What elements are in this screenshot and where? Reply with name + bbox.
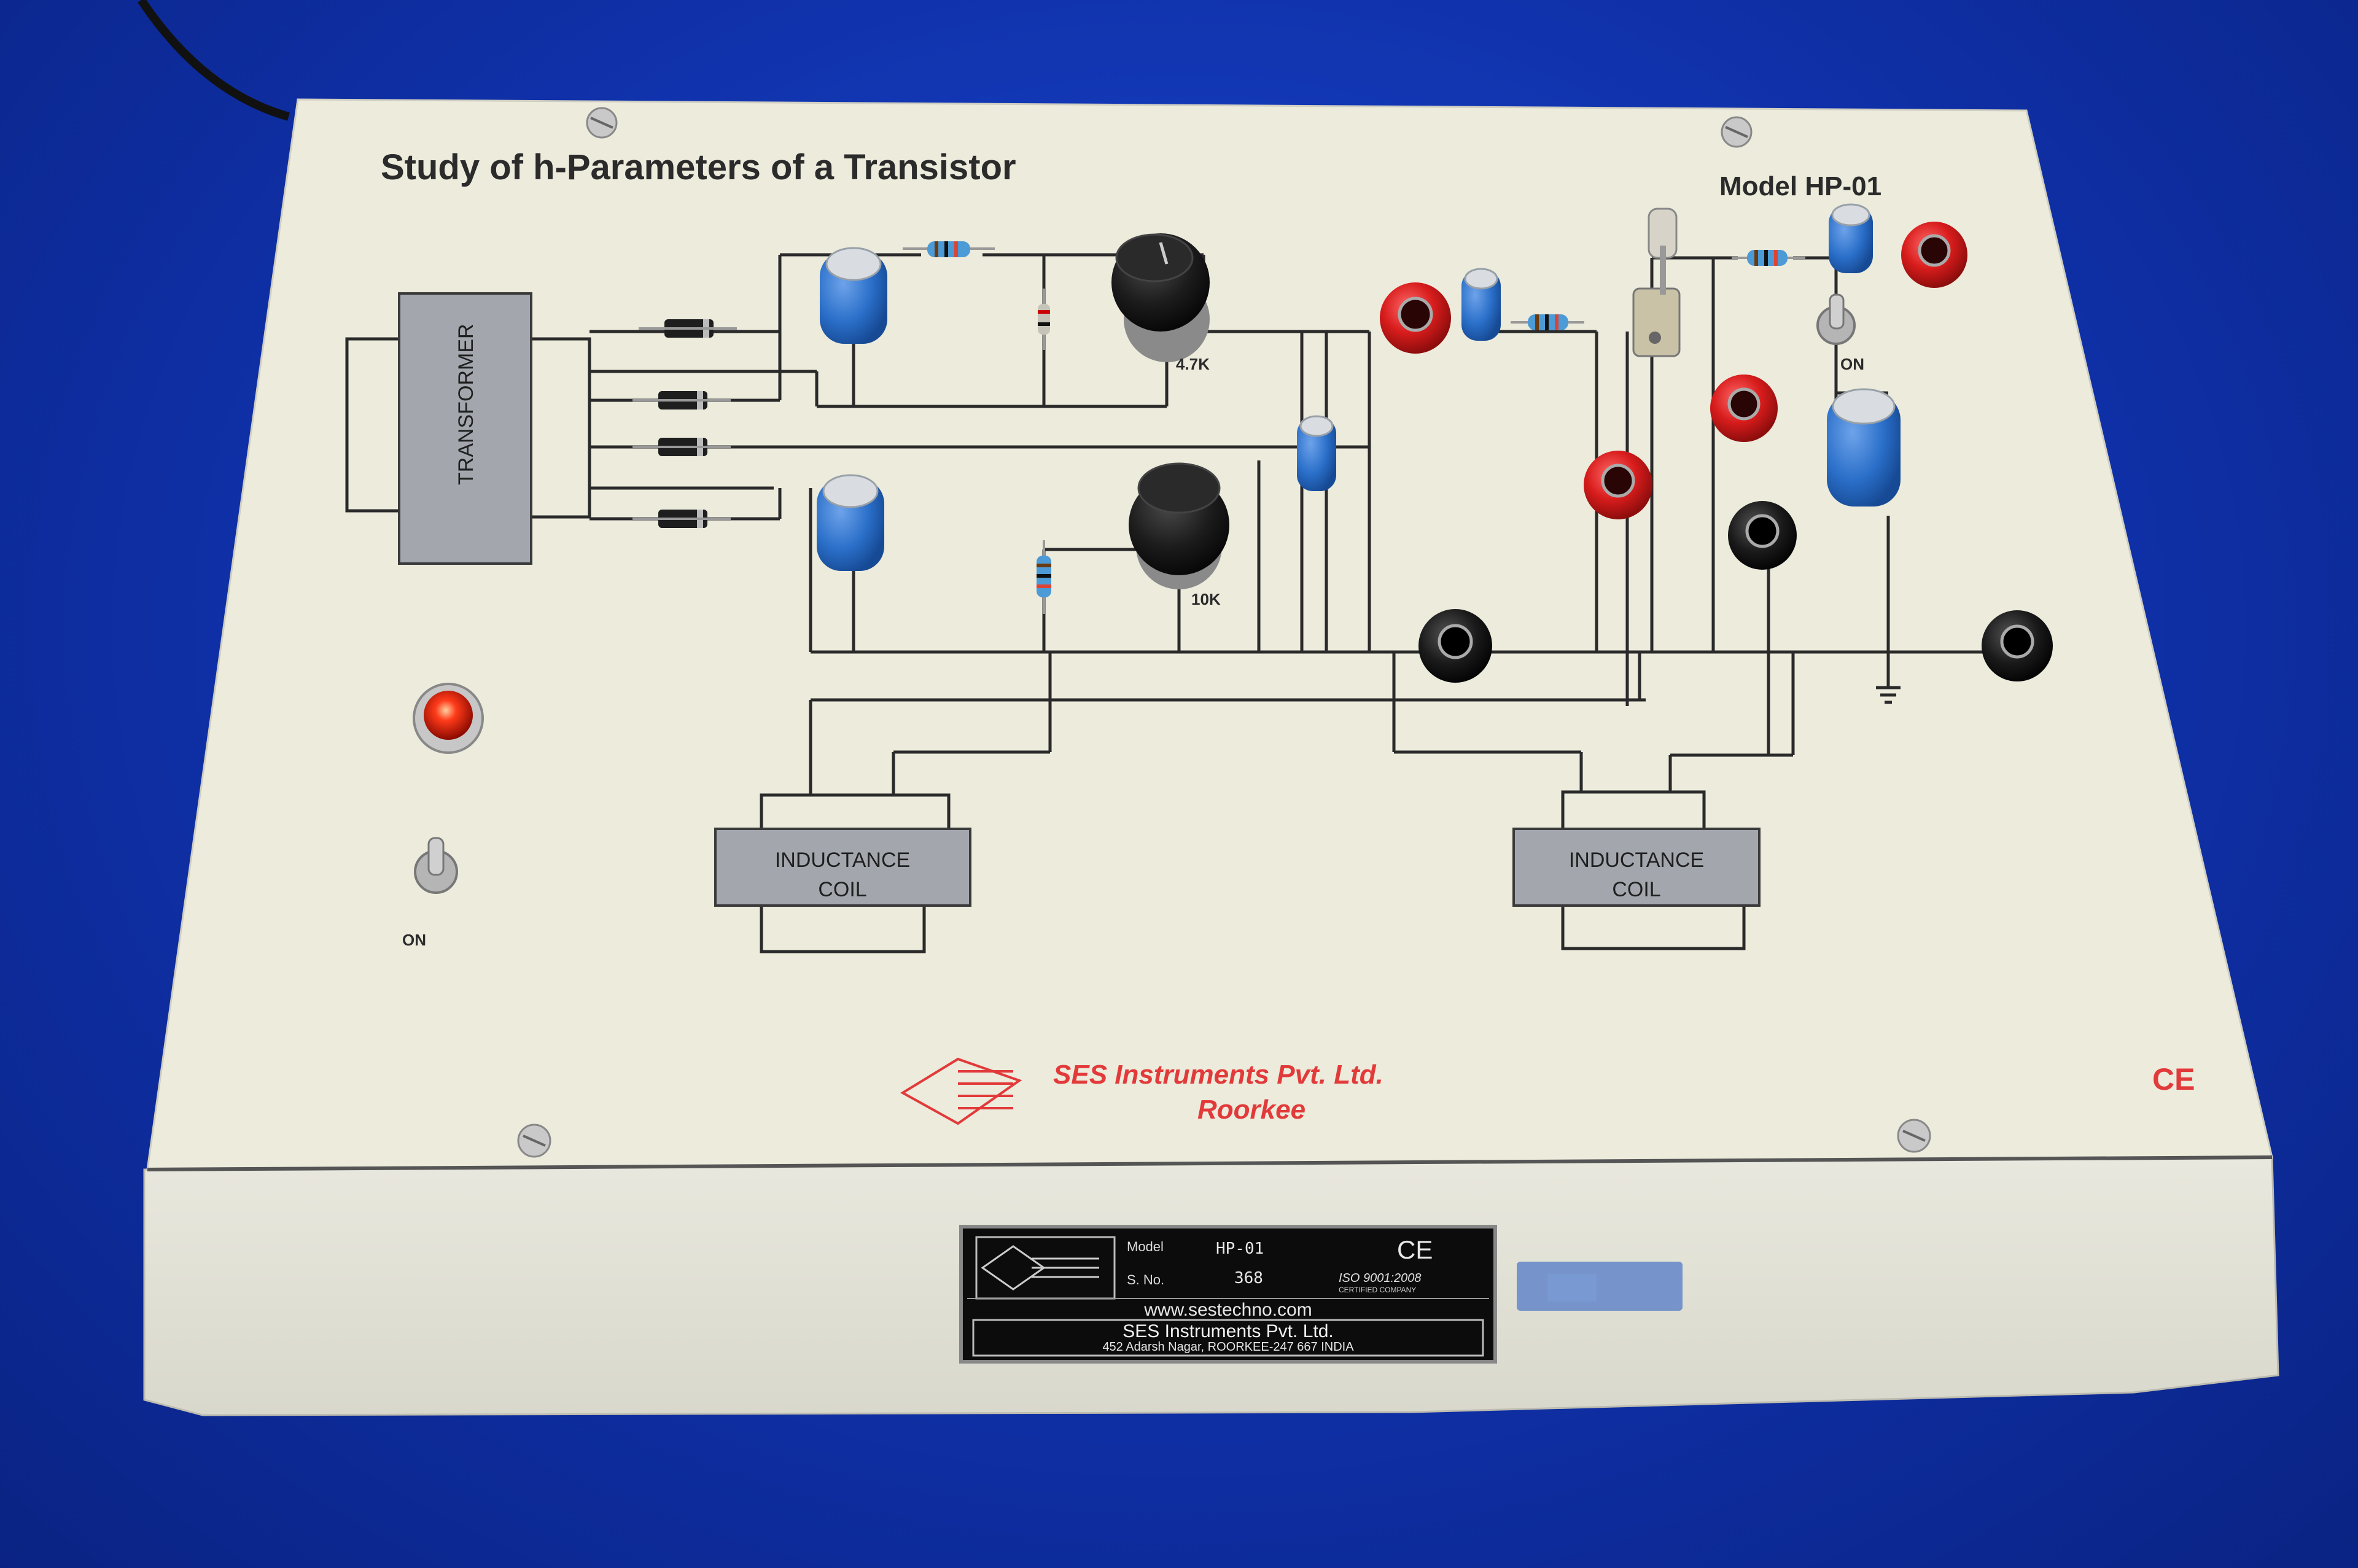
nameplate-logo-icon: [981, 1245, 1099, 1290]
nameplate-serial-value: 368: [1234, 1269, 1263, 1287]
diode-icon: [632, 438, 731, 456]
resistor-icon: [1037, 540, 1051, 614]
nameplate-ce-mark: CE: [1397, 1235, 1433, 1264]
terminal-red[interactable]: [1710, 375, 1778, 442]
terminal-black[interactable]: [1418, 609, 1492, 683]
power-cable: [138, 0, 290, 121]
pot-10k-label: 10K: [1191, 590, 1221, 608]
nameplate-certified: CERTIFIED COMPANY: [1339, 1286, 1416, 1294]
nameplate: Model HP-01 S. No. 368 CE ISO 9001:2008 …: [959, 1225, 1497, 1364]
nameplate-iso: ISO 9001:2008: [1339, 1271, 1422, 1285]
resistor-icon: [1732, 250, 1805, 266]
company-name: SES Instruments Pvt. Ltd.: [1053, 1060, 1383, 1090]
potentiometer-knob-10k[interactable]: [1129, 462, 1229, 589]
capacitor-icon: [1297, 415, 1336, 491]
power-led-icon: [413, 683, 484, 754]
nameplate-serial-label: S. No.: [1127, 1272, 1164, 1287]
output-toggle-switch[interactable]: [1816, 293, 1856, 345]
screw-icon: [586, 107, 618, 139]
ground-symbol-icon: [1876, 686, 1901, 704]
inductance-right-line2: COIL: [1612, 878, 1660, 901]
transistor-socket[interactable]: [1632, 208, 1681, 357]
diode-icon: [632, 510, 731, 528]
capacitor-icon: [820, 247, 887, 344]
resistor-icon: [1511, 314, 1584, 330]
inductance-coil-left: INDUCTANCE COIL: [714, 828, 971, 907]
power-toggle-switch[interactable]: [414, 837, 458, 894]
panel-title: Study of h-Parameters of a Transistor: [381, 147, 1016, 187]
inductance-left-line2: COIL: [818, 878, 866, 901]
screw-icon: [517, 1124, 551, 1158]
nameplate-address: 452 Adarsh Nagar, ROORKEE-247 667 INDIA: [1102, 1340, 1354, 1354]
terminal-black[interactable]: [1728, 501, 1797, 570]
diode-icon: [639, 319, 737, 338]
nameplate-company: SES Instruments Pvt. Ltd.: [1123, 1321, 1333, 1341]
nameplate-model-value: HP-01: [1216, 1240, 1264, 1258]
transformer-label: TRANSFORMER: [454, 324, 478, 485]
switch-left-on-label: ON: [402, 931, 426, 949]
inductance-coil-right: INDUCTANCE COIL: [1512, 828, 1761, 907]
screw-icon: [1897, 1119, 1931, 1153]
ce-mark-panel: CE: [2152, 1062, 2195, 1096]
screw-icon: [1721, 116, 1753, 148]
diode-icon: [632, 391, 731, 409]
inductance-right-line1: INDUCTANCE: [1569, 848, 1704, 872]
company-logo-icon: [900, 1057, 1022, 1125]
potentiometer-knob-4.7k[interactable]: [1111, 233, 1210, 362]
pot-4.7k-label: 4.7K: [1176, 355, 1210, 373]
transformer-block: TRANSFORMER: [398, 292, 532, 565]
capacitor-icon: [1461, 268, 1501, 341]
terminal-red[interactable]: [1584, 451, 1652, 519]
nameplate-website: www.sestechno.com: [1143, 1300, 1312, 1320]
nameplate-model-label: Model: [1127, 1239, 1164, 1254]
resistor-icon: [1038, 289, 1050, 350]
inductance-left-line1: INDUCTANCE: [775, 848, 910, 872]
terminal-red[interactable]: [1380, 282, 1451, 354]
company-city: Roorkee: [1197, 1095, 1305, 1125]
terminal-red[interactable]: [1901, 222, 1967, 288]
switch-right-on-label: ON: [1840, 355, 1864, 373]
capacitor-icon: [1827, 388, 1901, 506]
capacitor-icon: [817, 474, 884, 571]
resistor-icon: [903, 241, 995, 257]
model-label: Model HP-01: [1719, 171, 1881, 201]
capacitor-icon: [1829, 203, 1873, 273]
hologram-sticker: [1517, 1262, 1683, 1311]
terminal-black[interactable]: [1982, 610, 2053, 681]
